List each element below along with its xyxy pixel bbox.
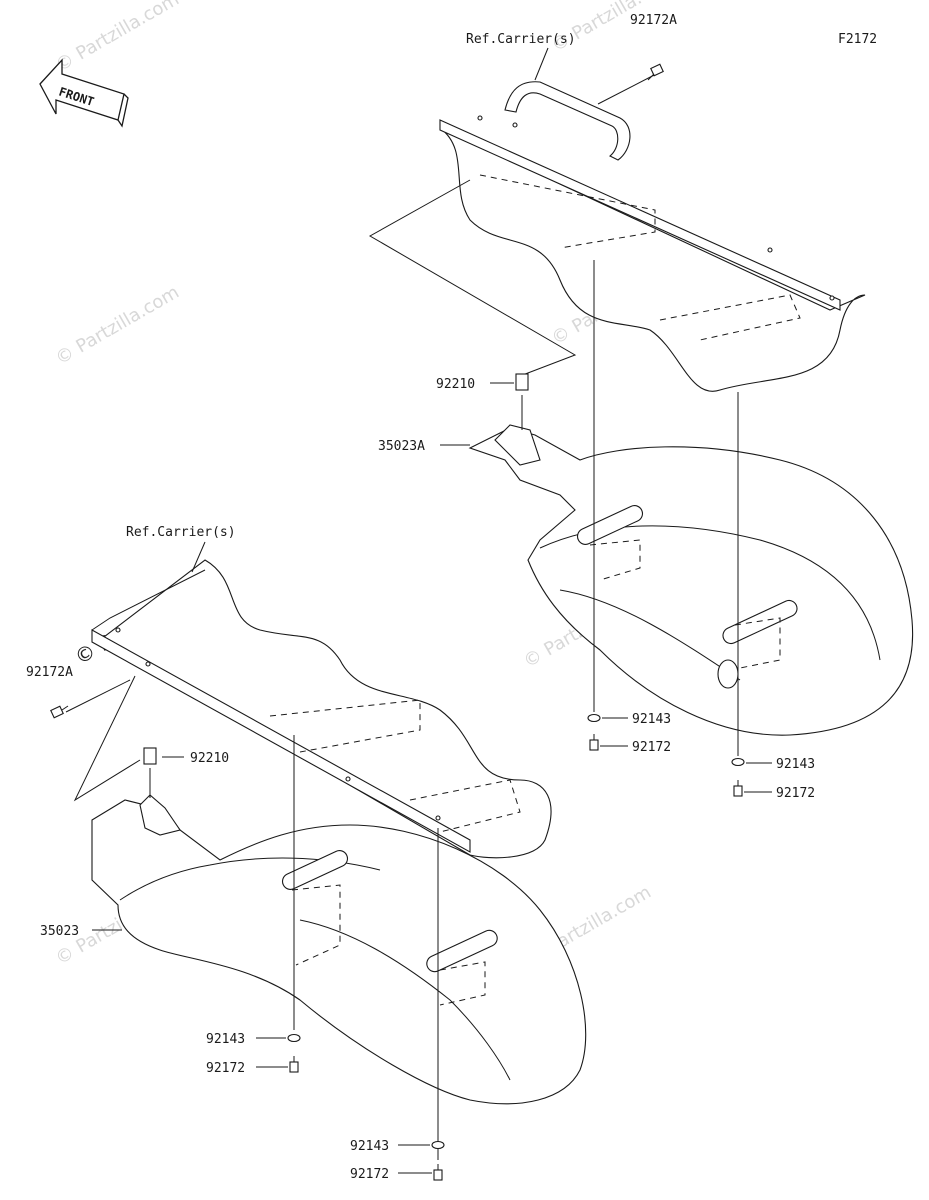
hidden-bracket (589, 539, 641, 581)
fender-contour (299, 919, 511, 1081)
hidden-bracket (409, 779, 521, 833)
hole-marker (435, 815, 441, 821)
fender-bracket-35023 (139, 794, 181, 836)
hole-marker (767, 247, 773, 253)
carrier-rail-bottom (91, 629, 471, 853)
carrier-ref-top (439, 127, 866, 392)
ref-carrier-label: Ref.Carrier(s) (126, 525, 236, 540)
carrier-edge-line (91, 569, 206, 631)
bolt-92172-icon (433, 1164, 443, 1181)
hidden-bracket (439, 961, 486, 1006)
hidden-bracket (659, 294, 801, 341)
hidden-bracket (291, 884, 341, 966)
callout-92210: 92210 (190, 751, 229, 766)
front-direction-arrow-icon: FRONT (39, 58, 129, 128)
callout-92172a: 92172A (26, 665, 73, 680)
hole-marker (145, 661, 151, 667)
callout-92172: 92172 (632, 740, 671, 755)
watermark: © Partzilla.com (52, 282, 183, 370)
callout-92143: 92143 (350, 1139, 389, 1154)
mount-slot (281, 850, 349, 890)
bolt-92172a-icon (50, 705, 69, 719)
bolt-92172-icon (733, 780, 743, 797)
bolt-92172-icon (589, 734, 599, 751)
watermark: © Partzilla.com (548, 0, 679, 56)
callout-leader (191, 541, 206, 573)
callout-92143: 92143 (632, 712, 671, 727)
callout-92172: 92172 (206, 1061, 245, 1076)
mount-slot (426, 929, 498, 973)
hole-marker (115, 627, 121, 633)
nut-92210-icon (143, 747, 157, 765)
mount-slot (722, 599, 798, 645)
carrier-edge-line (73, 675, 141, 802)
top-assembly: Ref.Carrier(s) 92172A 92210 35023A 92143… (368, 13, 914, 801)
hole-marker (345, 776, 351, 782)
hole-marker (512, 122, 518, 128)
callout-92210: 92210 (436, 377, 475, 392)
callout-92172: 92172 (350, 1167, 389, 1182)
hidden-bracket (734, 617, 781, 669)
washer-92143-icon (587, 713, 601, 723)
hole-marker (477, 115, 483, 121)
hidden-bracket (479, 174, 656, 249)
carrier-ref-bottom (99, 559, 552, 859)
bolt-axis-line (65, 679, 131, 713)
washer-92143-icon (731, 757, 745, 767)
bottom-assembly: Ref.Carrier(s) 92172A 92210 35023 92143 … (26, 525, 587, 1182)
ref-carrier-label: Ref.Carrier(s) (466, 32, 576, 47)
fender-35023 (91, 799, 587, 1105)
callout-35023a: 35023A (378, 439, 425, 454)
bolt-92172-icon (289, 1056, 299, 1073)
hole-marker (829, 295, 835, 301)
watermark: © Partzilla.com (52, 0, 183, 76)
hidden-bracket (269, 699, 421, 753)
carrier-edge-line (368, 179, 577, 377)
bolt-axis-line (597, 71, 661, 105)
washer-92143-icon (431, 1140, 445, 1150)
fender-bracket-35023a (494, 424, 541, 466)
callout-leader (534, 47, 549, 81)
nut-92210-icon (515, 373, 529, 391)
callout-92143: 92143 (206, 1032, 245, 1047)
callout-92172: 92172 (776, 786, 815, 801)
washer-92143-icon (287, 1033, 301, 1043)
fender-contour (559, 589, 741, 681)
figure-code: F2172 (838, 32, 877, 47)
callout-35023: 35023 (40, 924, 79, 939)
carrier-rail-top (439, 119, 841, 311)
tail-light-hole (717, 659, 739, 689)
bolt-92172a-icon (647, 63, 664, 81)
callout-92143: 92143 (776, 757, 815, 772)
callout-92172a: 92172A (630, 13, 677, 28)
fender-35023a (468, 427, 914, 736)
carrier-handle-top (504, 81, 631, 161)
